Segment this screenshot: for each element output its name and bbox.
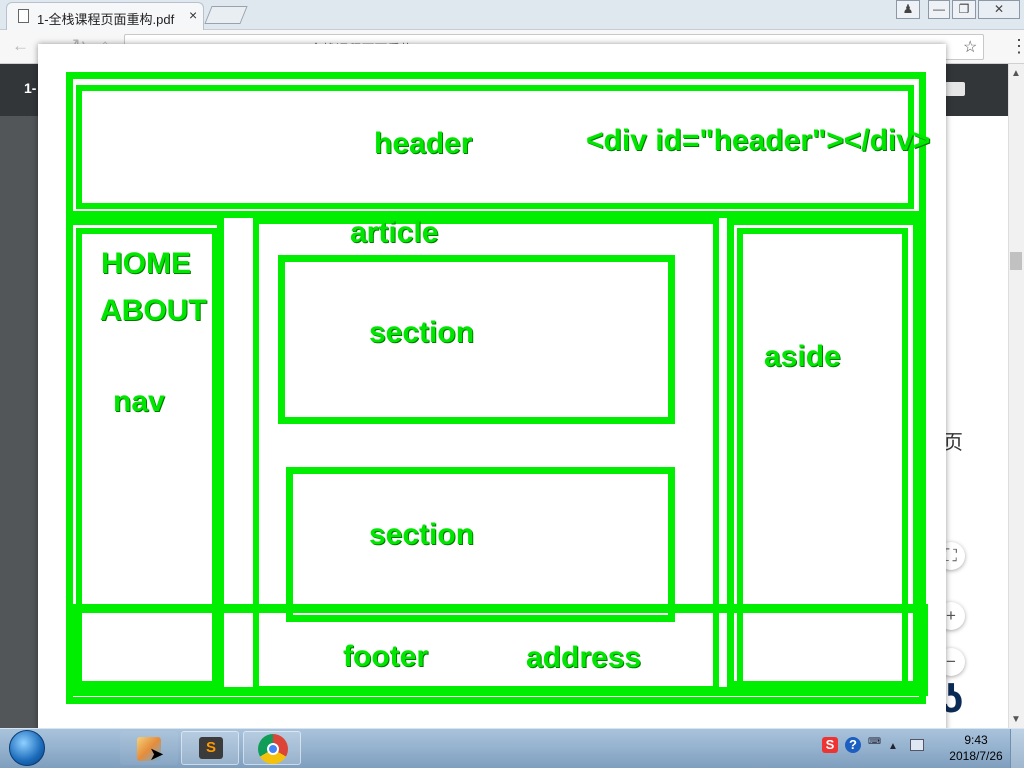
section-box-1 [278,255,675,424]
header-outer-box [66,72,926,218]
header-box [76,85,914,209]
pdf-side-strip [946,116,1008,728]
tray-expand-icon[interactable]: ▲ [888,741,898,752]
scroll-down-icon[interactable]: ▼ [1011,714,1021,725]
document-icon [18,9,29,23]
print-icon[interactable] [945,82,965,96]
section-box-2 [286,467,675,622]
mouse-cursor-icon: ➤ [149,744,165,764]
clock-date: 2018/7/26 [949,749,1003,763]
scroll-thumb[interactable] [1010,252,1022,270]
pdf-title: 1- [24,80,37,96]
nav-label: nav [113,385,165,418]
header-label: header [374,127,473,160]
input-method-icon[interactable]: S [822,737,838,753]
maximize-button[interactable]: ❐ [952,0,976,19]
help-icon[interactable]: ? [845,737,861,753]
header-code-label: <div id="header"></div> [586,124,931,157]
taskbar-sublime-app[interactable]: S [181,731,239,765]
page-text-fragment: 页 [943,432,963,454]
nav-about-label: ABOUT [100,294,207,327]
network-icon[interactable] [910,739,924,751]
paint-icon [137,737,161,761]
section-label-2: section [369,518,475,551]
taskbar [0,728,1024,768]
minimize-button[interactable]: — [928,0,950,19]
footer-label: footer [343,640,428,673]
address-label: address [526,641,642,674]
new-tab-button[interactable] [204,6,248,24]
taskbar-clock[interactable]: 9:43 2018/7/26 [944,732,1008,764]
vertical-scrollbar[interactable] [1008,64,1024,728]
clock-time: 9:43 [964,733,988,747]
close-tab-icon[interactable]: × [189,7,198,23]
footer-box [72,604,928,696]
bookmark-star-icon[interactable]: ☆ [963,39,978,56]
menu-icon[interactable]: ⋮ [1010,36,1024,56]
user-icon[interactable]: ♟ [896,0,920,19]
taskbar-paint-app[interactable] [120,731,178,765]
taskbar-chrome-app[interactable] [243,731,301,765]
sublime-icon: S [199,737,223,759]
scroll-up-icon[interactable]: ▲ [1011,68,1021,79]
tab-pdf[interactable]: 1-全栈课程页面重构.pdf × [6,2,204,30]
nav-home-label: HOME [101,247,191,280]
section-label-1: section [369,316,475,349]
article-label: article [350,216,439,249]
show-desktop-button[interactable] [1010,729,1024,768]
chrome-icon [258,734,288,764]
back-icon[interactable]: ← [12,36,29,55]
start-button[interactable] [9,730,45,766]
aside-label: aside [764,340,841,373]
aside-box [737,228,908,688]
ime-options-icon[interactable]: ⌨ [868,736,881,746]
tab-title: 1-全栈课程页面重构.pdf [37,12,175,27]
nav-box [76,228,218,688]
close-window-button[interactable]: ✕ [978,0,1020,19]
